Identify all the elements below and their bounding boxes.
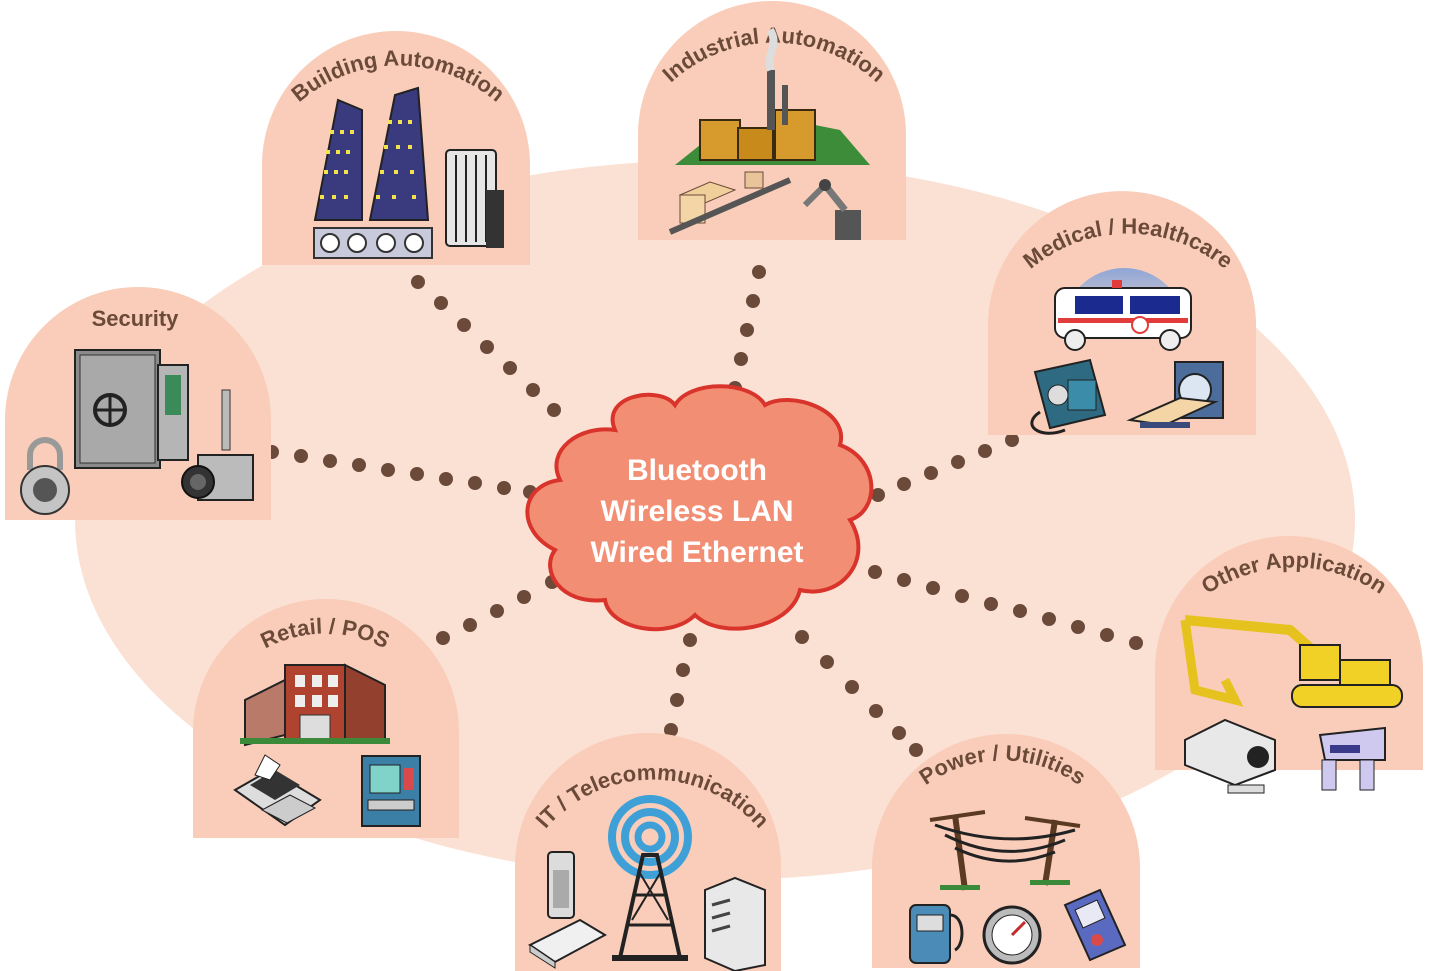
connector-power [795, 630, 923, 757]
multimeter-icon [1063, 888, 1127, 962]
vault-icon [74, 349, 189, 469]
router-icon [528, 918, 608, 969]
server-icon [704, 876, 766, 971]
connector-other [868, 565, 1143, 650]
connector-retail [436, 575, 559, 645]
power-lines-icon [929, 810, 1081, 891]
card-retail-pos: Retail / POS [193, 599, 459, 838]
camera-icon [181, 389, 254, 501]
connector-lines [265, 265, 1143, 757]
padlock-icon [20, 437, 70, 515]
atm-icon [361, 755, 421, 827]
thermostat-panel-icon [313, 227, 433, 259]
antenna-tower-icon [608, 795, 692, 961]
gauge-icon [982, 905, 1042, 965]
phone-icon [547, 851, 575, 919]
radiator-icon [445, 149, 504, 248]
ambulance-icon [1054, 280, 1192, 351]
connector-medical [871, 433, 1019, 502]
conveyor-icon [668, 171, 792, 235]
card-building-automation: Building Automation [262, 31, 530, 265]
robot-arm-icon [802, 179, 861, 240]
blood-pressure-icon [1030, 358, 1107, 435]
factory-icon [675, 27, 870, 165]
connector-building [411, 275, 561, 417]
connector-it [664, 633, 697, 737]
storefront-icon [240, 663, 390, 747]
card-label: Security [92, 306, 180, 331]
hub-line-bluetooth: Bluetooth [627, 454, 767, 487]
card-power-utilities: Power / Utilities [872, 734, 1140, 968]
skyscraper-icon [313, 86, 430, 221]
hub-line-wired-ethernet: Wired Ethernet [590, 536, 803, 569]
cash-register-icon [233, 754, 322, 827]
card-security: Security [5, 287, 271, 520]
excavator-icon [1180, 615, 1403, 708]
hub-cloud: Bluetooth Wireless LAN Wired Ethernet [525, 384, 874, 632]
card-medical-healthcare: Medical / Healthcare [988, 191, 1256, 435]
card-other-application: Other Application [1155, 536, 1423, 794]
projector-icon [1184, 718, 1276, 794]
hub-line-wireless-lan: Wireless LAN [600, 495, 793, 528]
robot-icon [1318, 726, 1386, 791]
gas-pump-icon [909, 904, 964, 964]
card-it-telecommunication: IT / Telecommunication [515, 733, 781, 971]
connector-security [265, 445, 537, 499]
card-industrial-automation: Industrial Automation [638, 1, 906, 240]
scanner-icon [1126, 361, 1224, 428]
